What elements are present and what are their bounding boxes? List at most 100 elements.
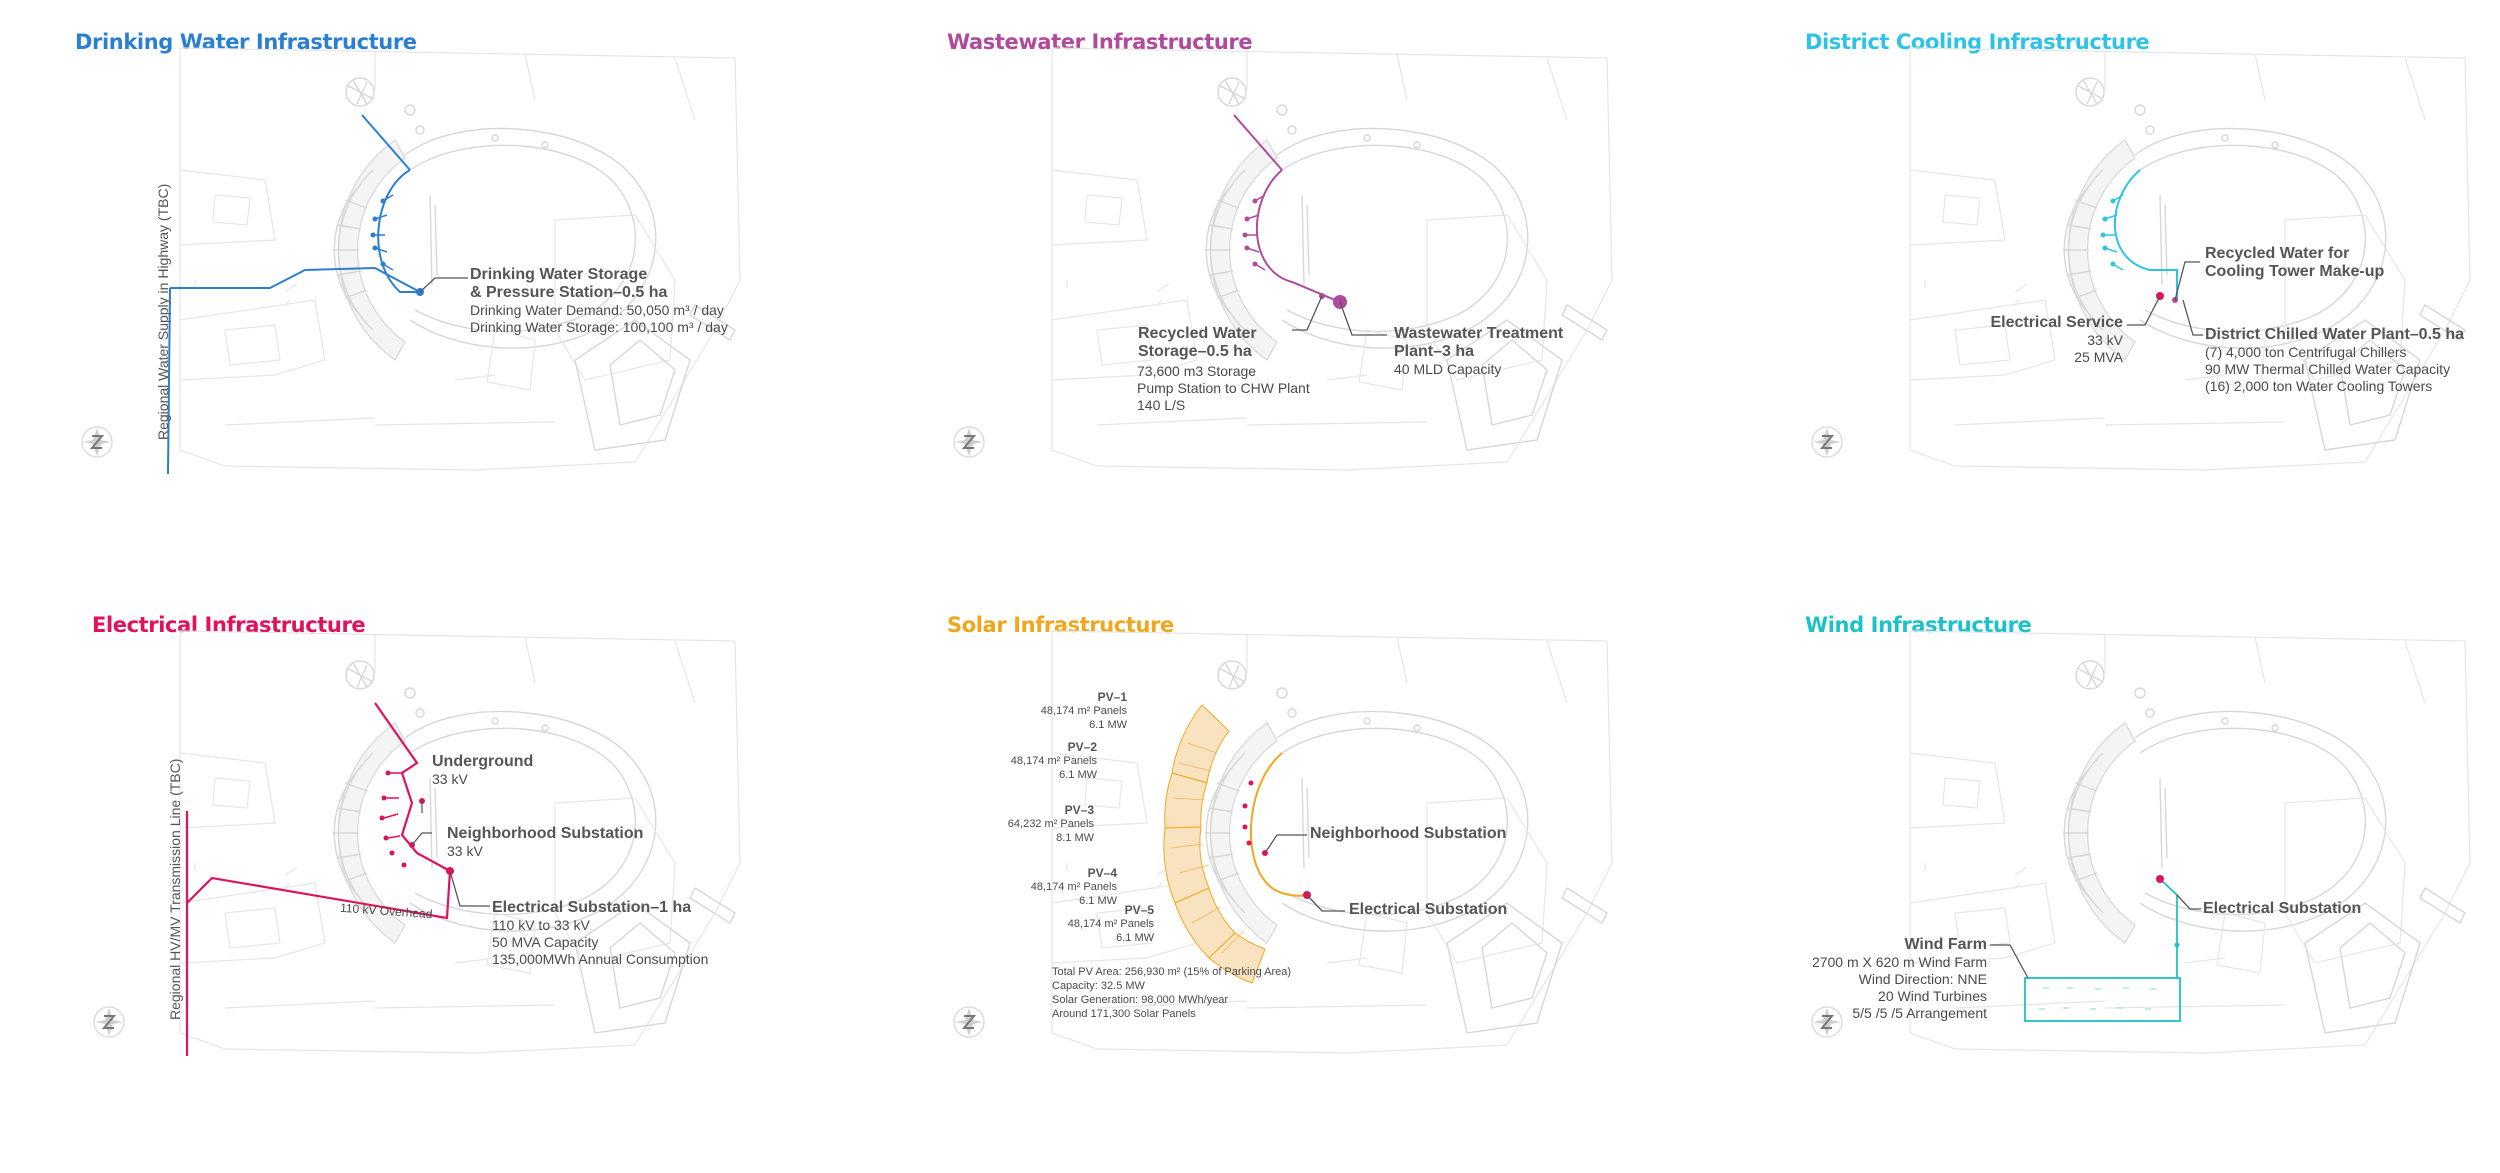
- substation-consumption: 135,000MWh Annual Consumption: [492, 951, 709, 967]
- panel-solar: Solar Infrastructure: [947, 613, 1767, 1173]
- panel-district-cooling: District Cooling Infrastructure Recycled…: [1805, 30, 2500, 590]
- site-basemap: [179, 47, 741, 471]
- treatment-heading-2: Plant–3 ha: [1394, 343, 1475, 360]
- pv-3-name: PV–3: [1064, 803, 1094, 817]
- wind-arrangement: 5/5 /5 /5 Arrangement: [1852, 1005, 1987, 1021]
- pv-5-label: PV–5 48,174 m² Panels 6.1 MW: [1034, 903, 1154, 945]
- chilled-plant-heading: District Chilled Water Plant–0.5 ha: [2205, 326, 2465, 343]
- pv-4-name: PV–4: [1087, 866, 1117, 880]
- substation-voltage: 110 kV to 33 kV: [492, 917, 590, 933]
- north-arrow-icon: [1811, 1006, 1843, 1038]
- solar-substation-heading: Electrical Substation: [1349, 901, 1508, 918]
- recycled-flow-text: 140 L/S: [1137, 397, 1186, 413]
- treatment-capacity-text: 40 MLD Capacity: [1394, 361, 1502, 377]
- recycled-leader-line: [1292, 295, 1323, 331]
- chilled-plant-leader-line: [2182, 299, 2203, 336]
- pv-2-label: PV–2 48,174 m² Panels 6.1 MW: [977, 740, 1097, 782]
- solar-network: [1250, 752, 1308, 897]
- pv-4-power: 6.1 MW: [1079, 895, 1117, 907]
- pv-1-array: [1171, 704, 1230, 784]
- substation-leader-line: [1306, 894, 1345, 912]
- drinking-water-network: [167, 114, 421, 475]
- north-arrow-icon: [93, 1006, 125, 1038]
- substation-leader-line: [2176, 894, 2201, 910]
- recycled-leader-line: [2174, 261, 2200, 301]
- neighborhood-leader-line: [411, 832, 432, 846]
- wind-direction: Wind Direction: NNE: [1858, 971, 1987, 987]
- site-basemap: [1051, 47, 1613, 471]
- wind-farm-label: Wind Farm 2700 m X 620 m Wind Farm Wind …: [1805, 936, 1987, 1022]
- water-storage-text: Drinking Water Storage: 100,100 m³ / day: [470, 319, 728, 335]
- solar-total-area: Total PV Area: 256,930 m² (15% of Parkin…: [1052, 966, 1292, 978]
- underground-label: Underground 33 kV: [432, 753, 533, 788]
- underground-heading: Underground: [432, 753, 534, 770]
- wind-substation-marker: [2156, 875, 2164, 883]
- underground-voltage: 33 kV: [432, 771, 468, 787]
- recycled-cooling-heading-2: Cooling Tower Make-up: [2205, 263, 2385, 280]
- water-demand-text: Drinking Water Demand: 50,050 m³ / day: [470, 302, 724, 318]
- wind-turbines: [2039, 987, 2156, 1010]
- electrical-map: [179, 630, 741, 1056]
- substation-leader-line: [449, 870, 490, 907]
- water-storage-heading-2: & Pressure Station–0.5 ha: [470, 284, 668, 301]
- solar-map: [1051, 630, 1613, 1054]
- drinking-water-map: [167, 47, 741, 475]
- pv-2-array: [1164, 772, 1208, 829]
- solar-summary: Total PV Area: 256,930 m² (15% of Parkin…: [1052, 965, 1291, 1021]
- wind-map: [1909, 630, 2471, 1054]
- electrical-service-label: Electrical Service 33 kV 25 MVA: [1955, 314, 2123, 366]
- site-basemap: [1909, 630, 2471, 1054]
- treatment-leader-line: [1339, 301, 1387, 336]
- solar-capacity: Capacity: 32.5 MW: [1052, 980, 1145, 992]
- pv-3-label: PV–3 64,232 m² Panels 8.1 MW: [974, 803, 1094, 845]
- panel-electrical: Electrical Infrastructure Regional HV/MV: [92, 613, 912, 1173]
- recycled-storage-text: 73,600 m3 Storage: [1137, 363, 1257, 379]
- district-cooling-map: [1909, 47, 2471, 471]
- pv-1-panels: 48,174 m² Panels: [1040, 705, 1127, 717]
- electrical-service-voltage: 33 kV: [2087, 332, 2123, 348]
- solar-neighborhood-label: Neighborhood Substation: [1310, 825, 1506, 843]
- treatment-heading-1: Wastewater Treatment: [1394, 325, 1564, 342]
- panel-wind: Wind Infrastructure Electrical Substatio…: [1805, 613, 2500, 1173]
- pv-2-panels: 48,174 m² Panels: [1010, 755, 1097, 767]
- north-arrow-icon: [953, 426, 985, 458]
- wind-farm-area: [2024, 977, 2181, 1022]
- pv-4-panels: 48,174 m² Panels: [1030, 881, 1117, 893]
- site-basemap: [1909, 47, 2471, 471]
- pv-3-power: 8.1 MW: [1056, 832, 1094, 844]
- north-arrow-icon: [81, 426, 113, 458]
- panel-drinking-water: Drinking Water Infrastructure Regional W…: [75, 30, 895, 590]
- recycled-water-details: 73,600 m3 Storage Pump Station to CHW Pl…: [1137, 363, 1310, 414]
- treatment-plant-label: Wastewater Treatment Plant–3 ha 40 MLD C…: [1394, 325, 1563, 378]
- water-storage-label: Drinking Water Storage & Pressure Statio…: [470, 266, 728, 336]
- recycled-heading-2: Storage–0.5 ha: [1138, 343, 1252, 360]
- storage-leader-line: [419, 277, 468, 293]
- recycled-pump-text: Pump Station to CHW Plant: [1137, 380, 1310, 396]
- pv-1-label: PV–1 48,174 m² Panels 6.1 MW: [1007, 690, 1127, 732]
- solar-generation: Solar Generation: 98,000 MWh/year: [1052, 994, 1229, 1006]
- electrical-substation-label: Electrical Substation–1 ha 110 kV to 33 …: [492, 899, 812, 968]
- electrical-service-heading: Electrical Service: [1990, 314, 2123, 331]
- pv-5-power: 6.1 MW: [1116, 932, 1154, 944]
- chilled-plant-label: District Chilled Water Plant–0.5 ha (7) …: [2205, 326, 2464, 395]
- recycled-cooling-heading-1: Recycled Water for: [2205, 245, 2350, 262]
- recycled-water-label: Recycled Water Storage–0.5 ha: [1130, 325, 1290, 361]
- neighborhood-voltage: 33 kV: [447, 843, 483, 859]
- water-supply-line-label: Regional Water Supply in Highway (TBC): [155, 183, 171, 440]
- transmission-line-label: Regional HV/MV Transmission Line (TBC): [167, 758, 183, 1020]
- recycled-cooling-label: Recycled Water for Cooling Tower Make-up: [2205, 245, 2384, 281]
- wastewater-map: [1051, 47, 1613, 471]
- electrical-network: [185, 702, 452, 1056]
- electrical-leader-line: [2127, 295, 2161, 326]
- pv-5-panels: 48,174 m² Panels: [1067, 918, 1154, 930]
- district-cooling-title: District Cooling Infrastructure: [1805, 30, 2150, 54]
- neighborhood-substation-label: Neighborhood Substation 33 kV: [447, 825, 643, 860]
- substation-heading: Electrical Substation–1 ha: [492, 899, 692, 916]
- pv-2-name: PV–2: [1067, 740, 1097, 754]
- wastewater-network: [1233, 114, 1341, 303]
- north-arrow-icon: [953, 1006, 985, 1038]
- recycled-heading-1: Recycled Water: [1138, 325, 1257, 342]
- electrical-service-capacity: 25 MVA: [2074, 349, 2123, 365]
- wastewater-title: Wastewater Infrastructure: [947, 30, 1253, 54]
